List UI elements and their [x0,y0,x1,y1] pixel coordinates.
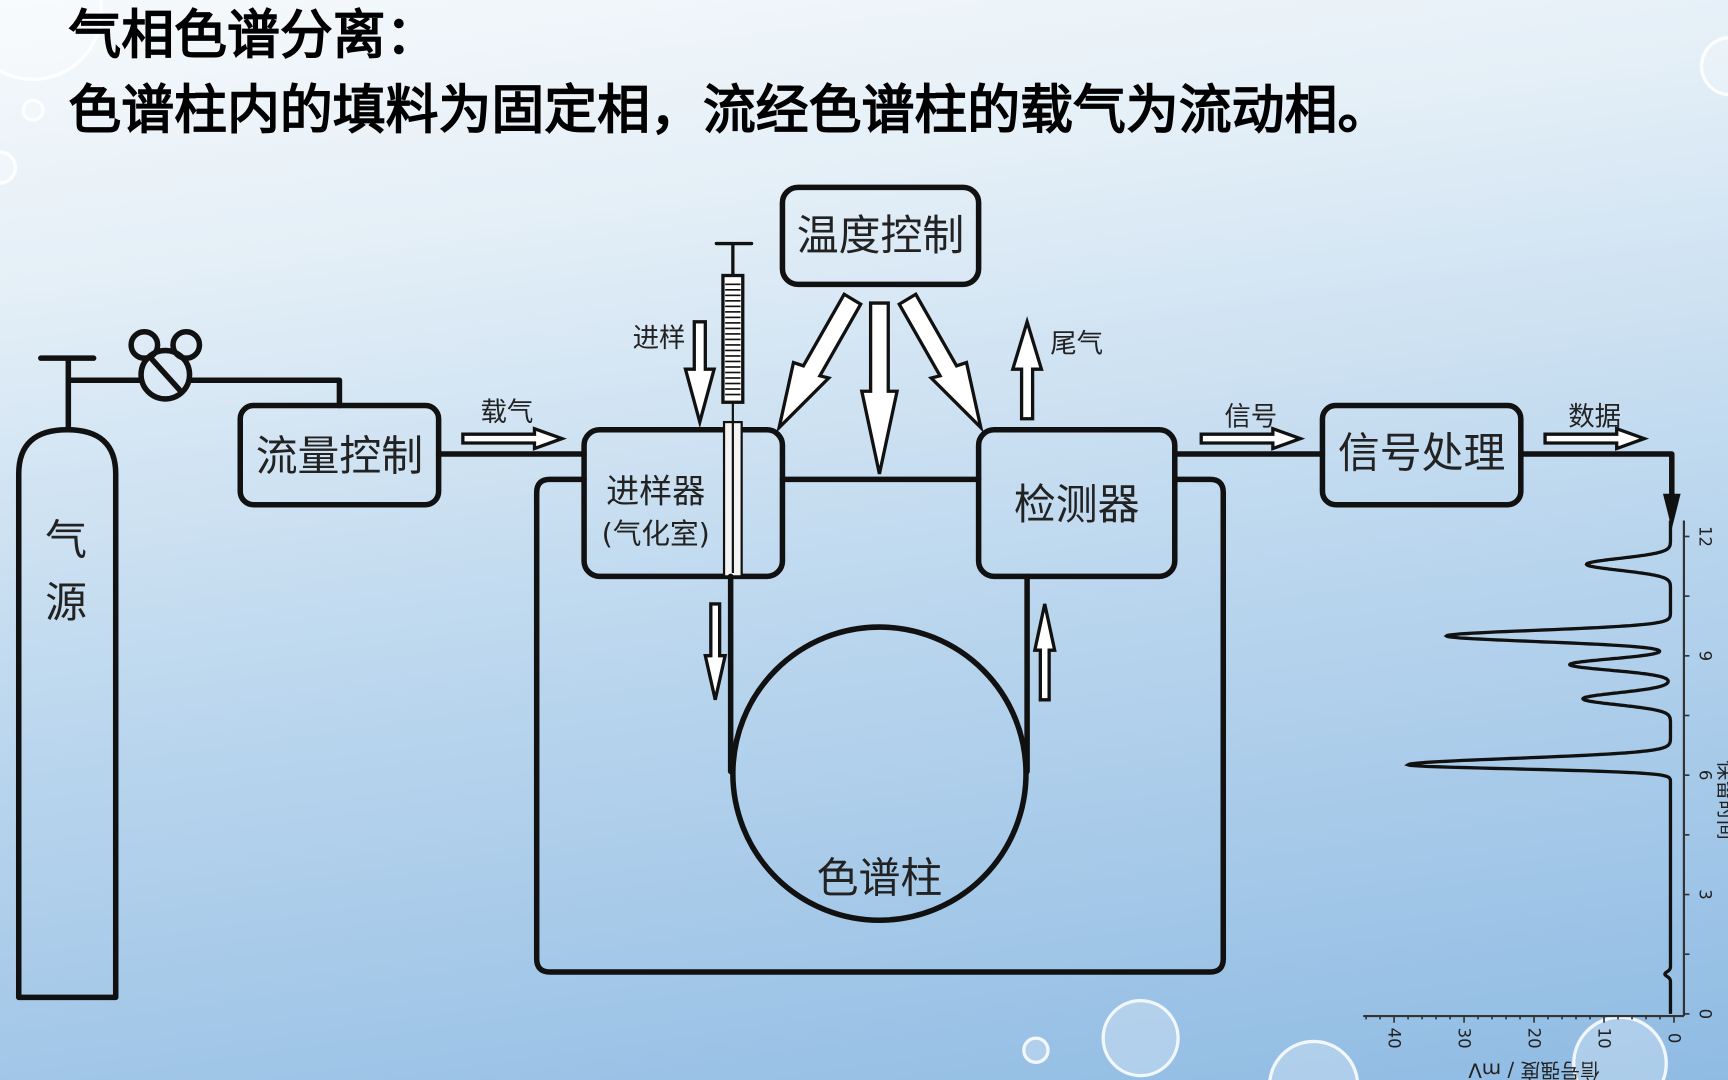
chromatogram-chart: 0 3 6 9 12 0 10 20 30 40 信号强度 / mV 保留时间 [1363,520,1728,1080]
data-label: 数据 [1568,401,1621,432]
injector-label: 进样器 [606,472,705,511]
title-line-1: 气相色谱分离： [68,5,438,66]
sample-injection-label: 进样 [633,323,686,354]
exhaust-label: 尾气 [1050,329,1103,360]
chromatogram-curve [1404,520,1673,1014]
signal-label: 信号 [1224,401,1277,432]
syringe-icon [714,241,754,578]
heat-arrow-right-icon [897,291,984,433]
time-tick-label: 12 [1695,526,1714,547]
flow-down-arrow-icon [703,602,728,701]
gas-source-label-2: 源 [45,578,87,627]
injector-box [581,427,786,580]
carrier-gas-arrow-icon [461,426,567,451]
detector-box [975,427,1178,580]
flow-control-label: 流量控制 [256,432,423,481]
time-axis-title: 保留时间 [1714,760,1728,839]
data-output-arrowhead-icon [1662,493,1681,529]
pressure-valve-icon [128,328,203,402]
heat-arrow-left-icon [776,291,863,433]
temperature-control-label: 温度控制 [797,211,964,260]
signal-arrow-icon [1199,426,1306,451]
temperature-control-box [779,184,982,288]
carrier-gas-label: 载气 [480,397,533,428]
data-arrow-icon [1543,426,1650,451]
gas-cylinder: 气 源 [15,355,343,1001]
time-tick-label: 0 [1695,1009,1714,1020]
gas-source-label-1: 气 [45,515,87,564]
time-tick-label: 9 [1695,651,1714,662]
column-label: 色谱柱 [817,854,943,903]
time-tick-label: 3 [1695,889,1714,900]
signal-tick-label: 0 [1664,1033,1683,1044]
signal-tick-label: 40 [1385,1028,1404,1049]
signal-tick-label: 20 [1525,1028,1544,1049]
signal-axis-title: 信号强度 / mV [1468,1058,1600,1080]
chromatography-column: 色谱柱 [727,573,1030,923]
flow-up-arrow-icon [1032,603,1057,702]
oven-loop [533,476,1227,975]
vaporizer-label: (气化室) [602,516,710,550]
detector-label: 检测器 [1014,480,1140,529]
signal-processing-label: 信号处理 [1338,428,1505,477]
signal-tick-label: 30 [1455,1028,1474,1049]
exhaust-arrow-icon [1010,316,1044,421]
time-tick-label: 6 [1695,770,1714,781]
sample-injection-arrow-icon [683,320,717,429]
signal-tick-label: 10 [1595,1028,1614,1049]
title-line-2: 色谱柱内的填料为固定相，流经色谱柱的载气为流动相。 [68,80,1390,141]
heat-arrow-center-icon [859,301,900,475]
